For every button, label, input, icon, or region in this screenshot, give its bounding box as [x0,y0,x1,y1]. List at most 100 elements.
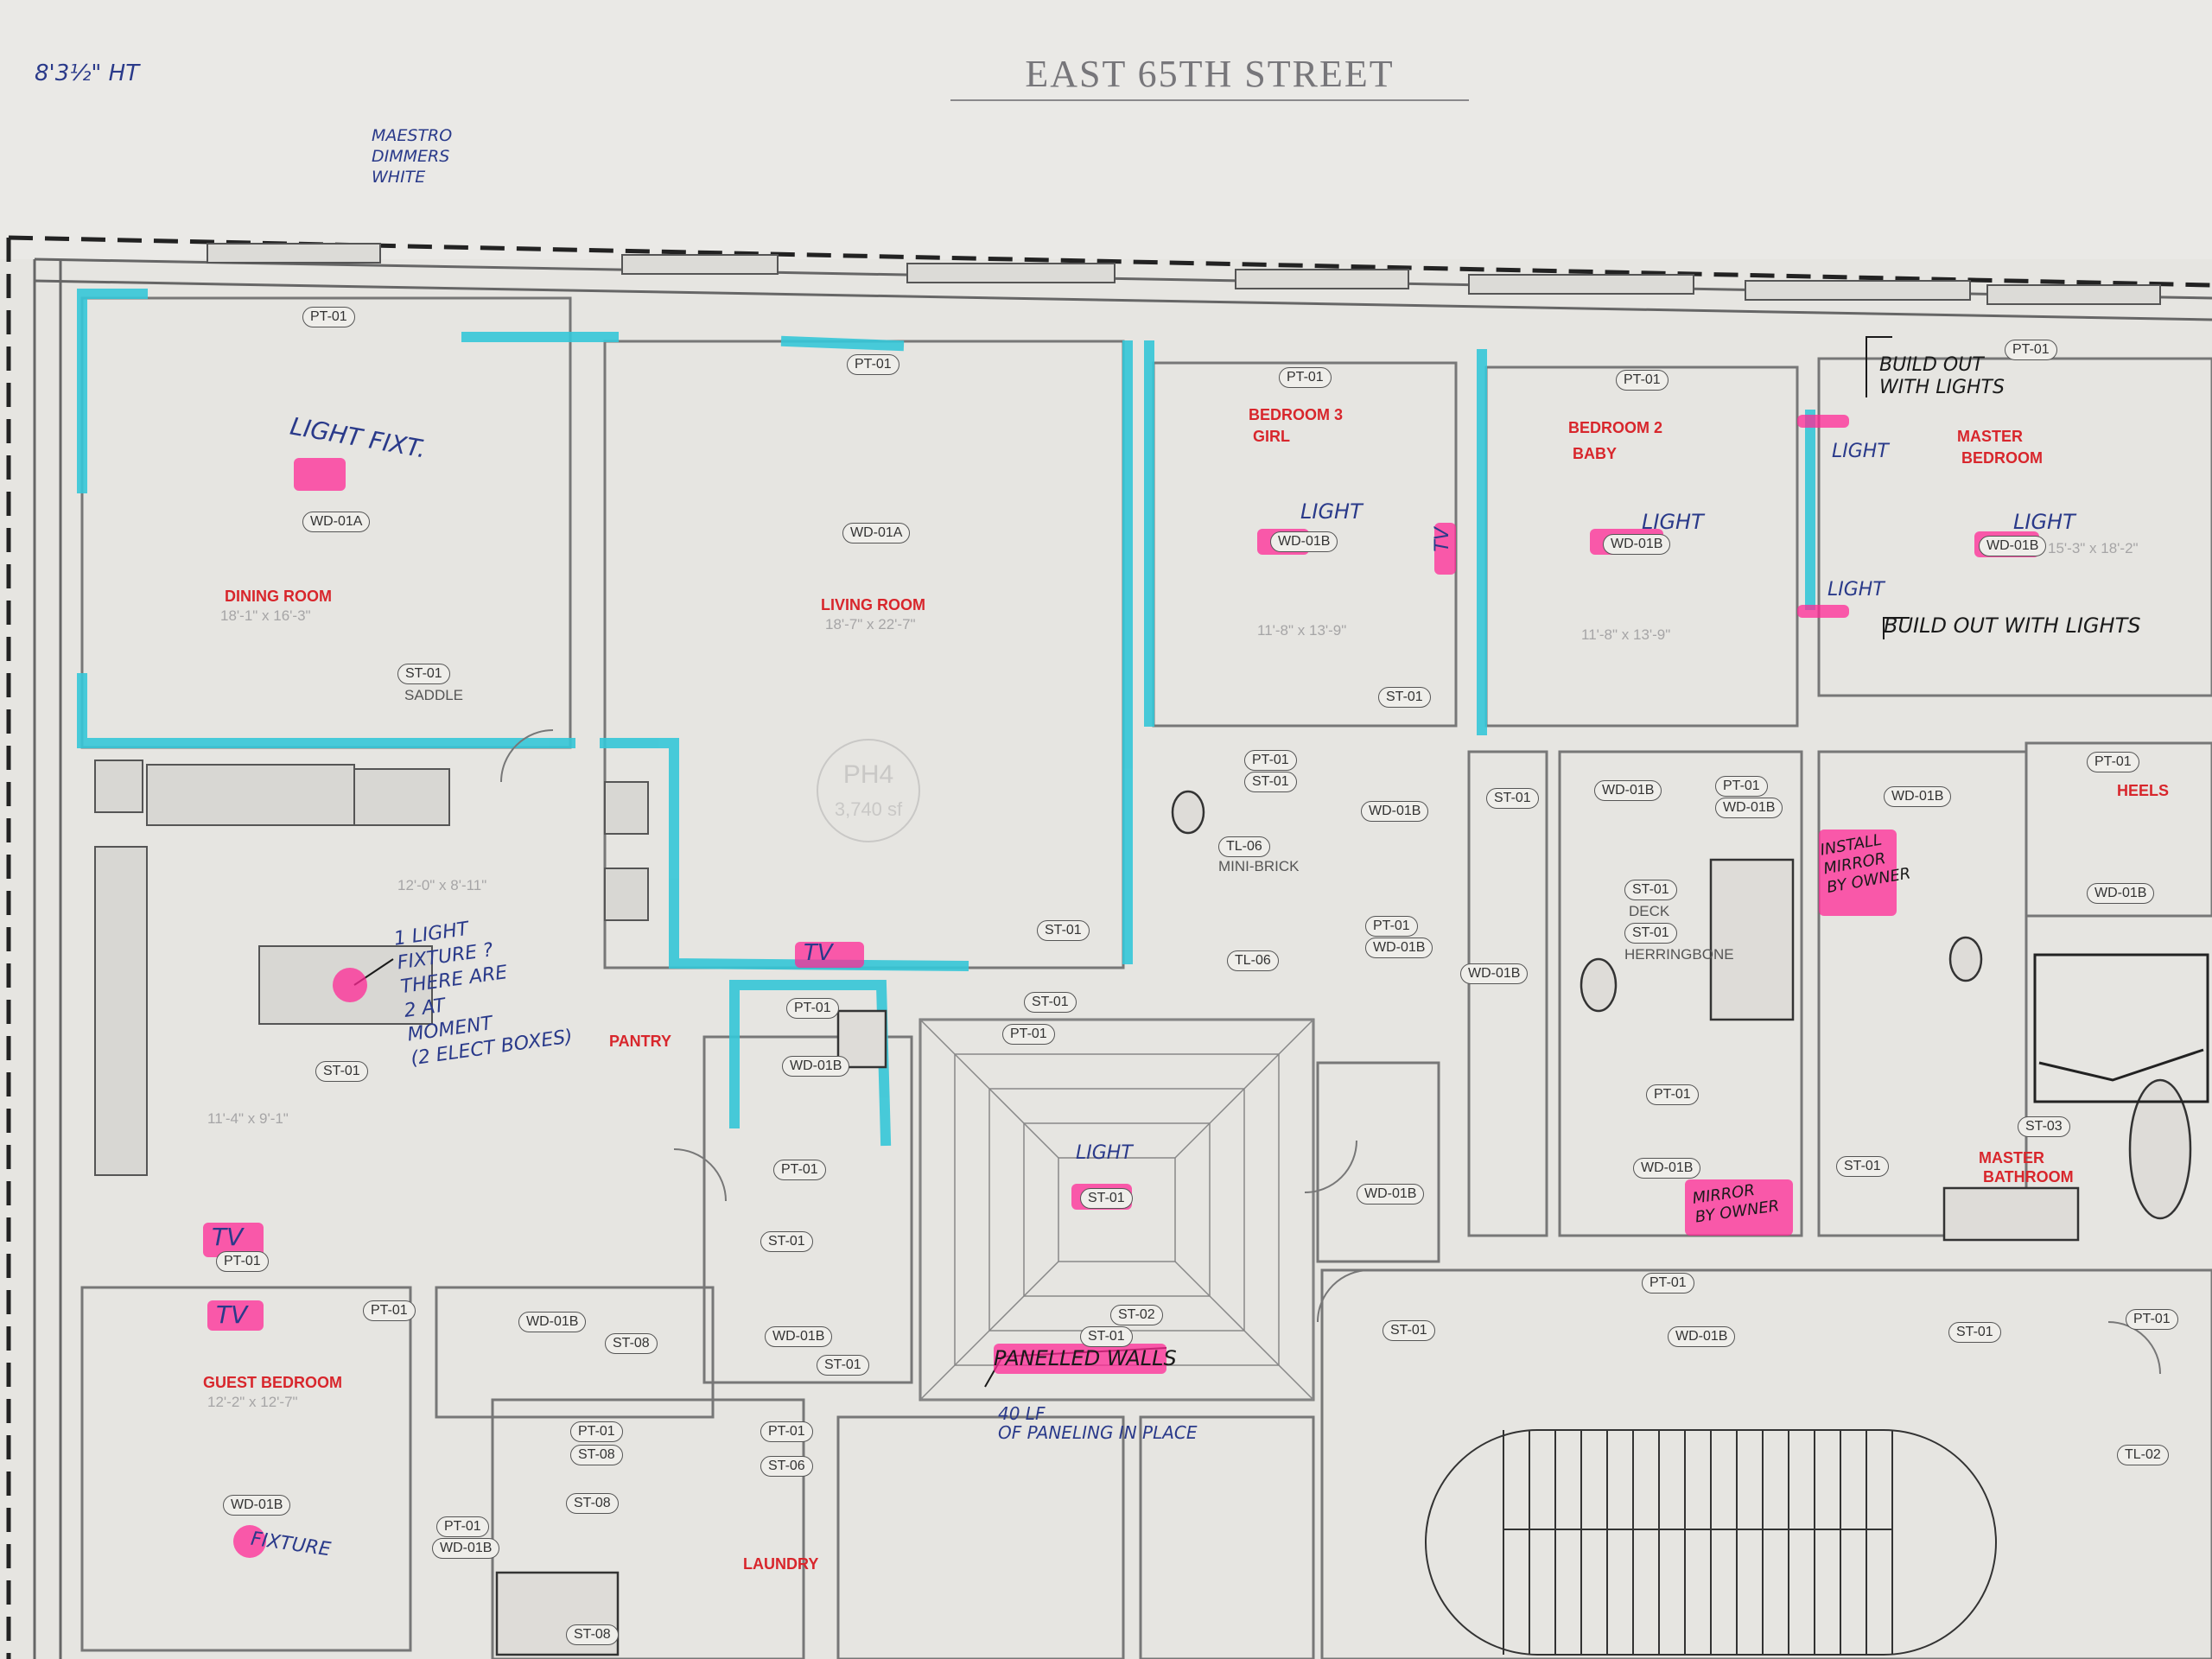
label-saddle: SADDLE [404,687,464,703]
tag-pt01: PT-01 [1279,367,1332,388]
highlight-mirror-owner [1685,1179,1793,1236]
room-guest: GUEST BEDROOM [203,1374,343,1391]
room-master-bath: MASTER [1979,1149,2044,1166]
tag-wd01b: WD-01B [765,1326,833,1347]
tag-st08: ST-08 [605,1333,658,1354]
room-dining: DINING ROOM [225,588,332,605]
room-bedroom-3: BEDROOM 3 [1249,406,1344,423]
kitchen-dims-2: 11'-4" x 9'-1" [207,1110,289,1127]
tag-st01: ST-01 [1080,1326,1133,1347]
tag-wd01b: WD-01B [432,1538,500,1559]
room-master-sub: BEDROOM [1961,449,2043,467]
tag-pt01: PT-01 [1646,1084,1699,1105]
highlight-build-out-bottom [1797,605,1849,618]
tag-pt01: PT-01 [2126,1309,2178,1330]
tag-pt01: PT-01 [1715,776,1768,797]
tag-wd01b: WD-01B [1633,1158,1701,1179]
tag-pt01: PT-01 [216,1251,269,1272]
tag-st03: ST-03 [2018,1116,2070,1137]
tag-st01: ST-01 [1382,1320,1435,1341]
note-tv-living: TV [804,940,833,966]
ceiling-height-note: 8'3½" HT [35,60,140,86]
tag-st01: ST-01 [1024,992,1077,1013]
tag-wd01b: WD-01B [518,1312,587,1332]
tag-pt01: PT-01 [1002,1024,1055,1045]
tag-st02: ST-02 [1110,1305,1163,1325]
tag-wd01b: WD-01B [1357,1184,1425,1205]
tag-pt01: PT-01 [302,307,355,327]
tag-pt01: PT-01 [773,1160,826,1180]
kitchen-counters [94,760,649,1176]
tag-st01: ST-01 [1836,1156,1889,1177]
foyer-tile [919,1019,1314,1401]
door-swings [500,729,2161,1375]
tag-st06: ST-06 [760,1456,813,1477]
room-guest-dims: 12'-2" x 12'-7" [207,1394,298,1410]
tag-wd01b: WD-01B [782,1056,850,1077]
room-bedroom-2: BEDROOM 2 [1568,419,1663,436]
note-light-bed3: LIGHT [1300,499,1363,524]
tag-st01: ST-01 [1378,687,1431,708]
highlight-living-tv [795,942,864,968]
tag-wd01b: WD-01B [1603,534,1671,555]
note-light-bed2: LIGHT [1642,510,1704,534]
tag-st01: ST-01 [1948,1322,2001,1343]
highlight-bed3-tv [1434,523,1456,575]
note-light-master: LIGHT [2013,510,2075,534]
street-title: EAST 65TH STREET [950,52,1469,101]
tag-wd01a: WD-01A [842,523,911,543]
tag-wd01b: WD-01B [1361,801,1429,822]
tag-wd01b: WD-01B [1979,536,2047,556]
highlight-tv-2 [207,1300,264,1331]
tag-wd01a: WD-01A [302,512,371,532]
tag-st01: ST-01 [315,1061,368,1082]
tag-pt01: PT-01 [2005,340,2057,360]
tag-pt01: PT-01 [1365,916,1418,937]
tag-st01: ST-01 [1244,772,1297,792]
tag-pt01: PT-01 [363,1300,416,1321]
tag-tl02: TL-02 [2117,1445,2169,1465]
tag-st01: ST-01 [1037,920,1090,941]
tag-st08: ST-08 [570,1445,623,1465]
highlight-panelled-walls [994,1344,1166,1374]
label-deck: DECK [1629,903,1670,919]
highlight-dining-light [294,458,346,491]
note-light-fixture-question: 1 LIGHT FIXTURE ? THERE ARE 2 AT MOMENT … [392,918,575,1071]
highlight-kitchen-fixture [333,968,367,1002]
tag-wd01b: WD-01B [1594,780,1662,801]
windows [207,243,2161,305]
tag-wd01b: WD-01B [1270,531,1338,552]
tag-wd01b: WD-01B [2087,883,2155,904]
tag-pt01: PT-01 [1616,370,1669,391]
tag-pt01: PT-01 [436,1516,489,1537]
tag-st08: ST-08 [566,1624,619,1645]
tag-wd01b: WD-01B [1460,963,1529,984]
note-tv-guest-2: TV [216,1300,248,1329]
tag-st01: ST-01 [1080,1188,1133,1209]
note-panelled-walls: PANELLED WALLS [994,1346,1177,1370]
kitchen-dims: 12'-0" x 8'-11" [397,877,487,893]
note-tv-bed3: TV [1431,527,1453,552]
room-laundry: LAUNDRY [743,1555,819,1573]
tag-pt01: PT-01 [760,1421,813,1442]
tag-wd01b: WD-01B [1884,786,1952,807]
room-bedroom-2-sub: BABY [1573,445,1618,462]
tag-st01: ST-01 [1624,880,1677,900]
unit-stamp: PH4 3,740 sf [817,739,920,842]
room-bedroom-3-dims: 11'-8" x 13'-9" [1257,622,1347,639]
tag-st01: ST-01 [1486,788,1539,809]
tag-wd01b: WD-01B [1715,798,1783,818]
stairs [1425,1429,1997,1656]
tag-st01: ST-01 [817,1355,869,1376]
room-master: MASTER [1957,428,2023,445]
note-build-out-bottom: BUILD OUT WITH LIGHTS [1884,613,2141,638]
tag-st01: ST-01 [760,1231,813,1252]
room-heels: HEELS [2117,782,2170,799]
room-master-dims: 15'-3" x 18'-2" [2048,540,2139,556]
shower [2033,953,2209,1103]
tag-wd01b: WD-01B [223,1495,291,1516]
room-bedroom-2-dims: 11'-8" x 13'-9" [1581,626,1671,643]
